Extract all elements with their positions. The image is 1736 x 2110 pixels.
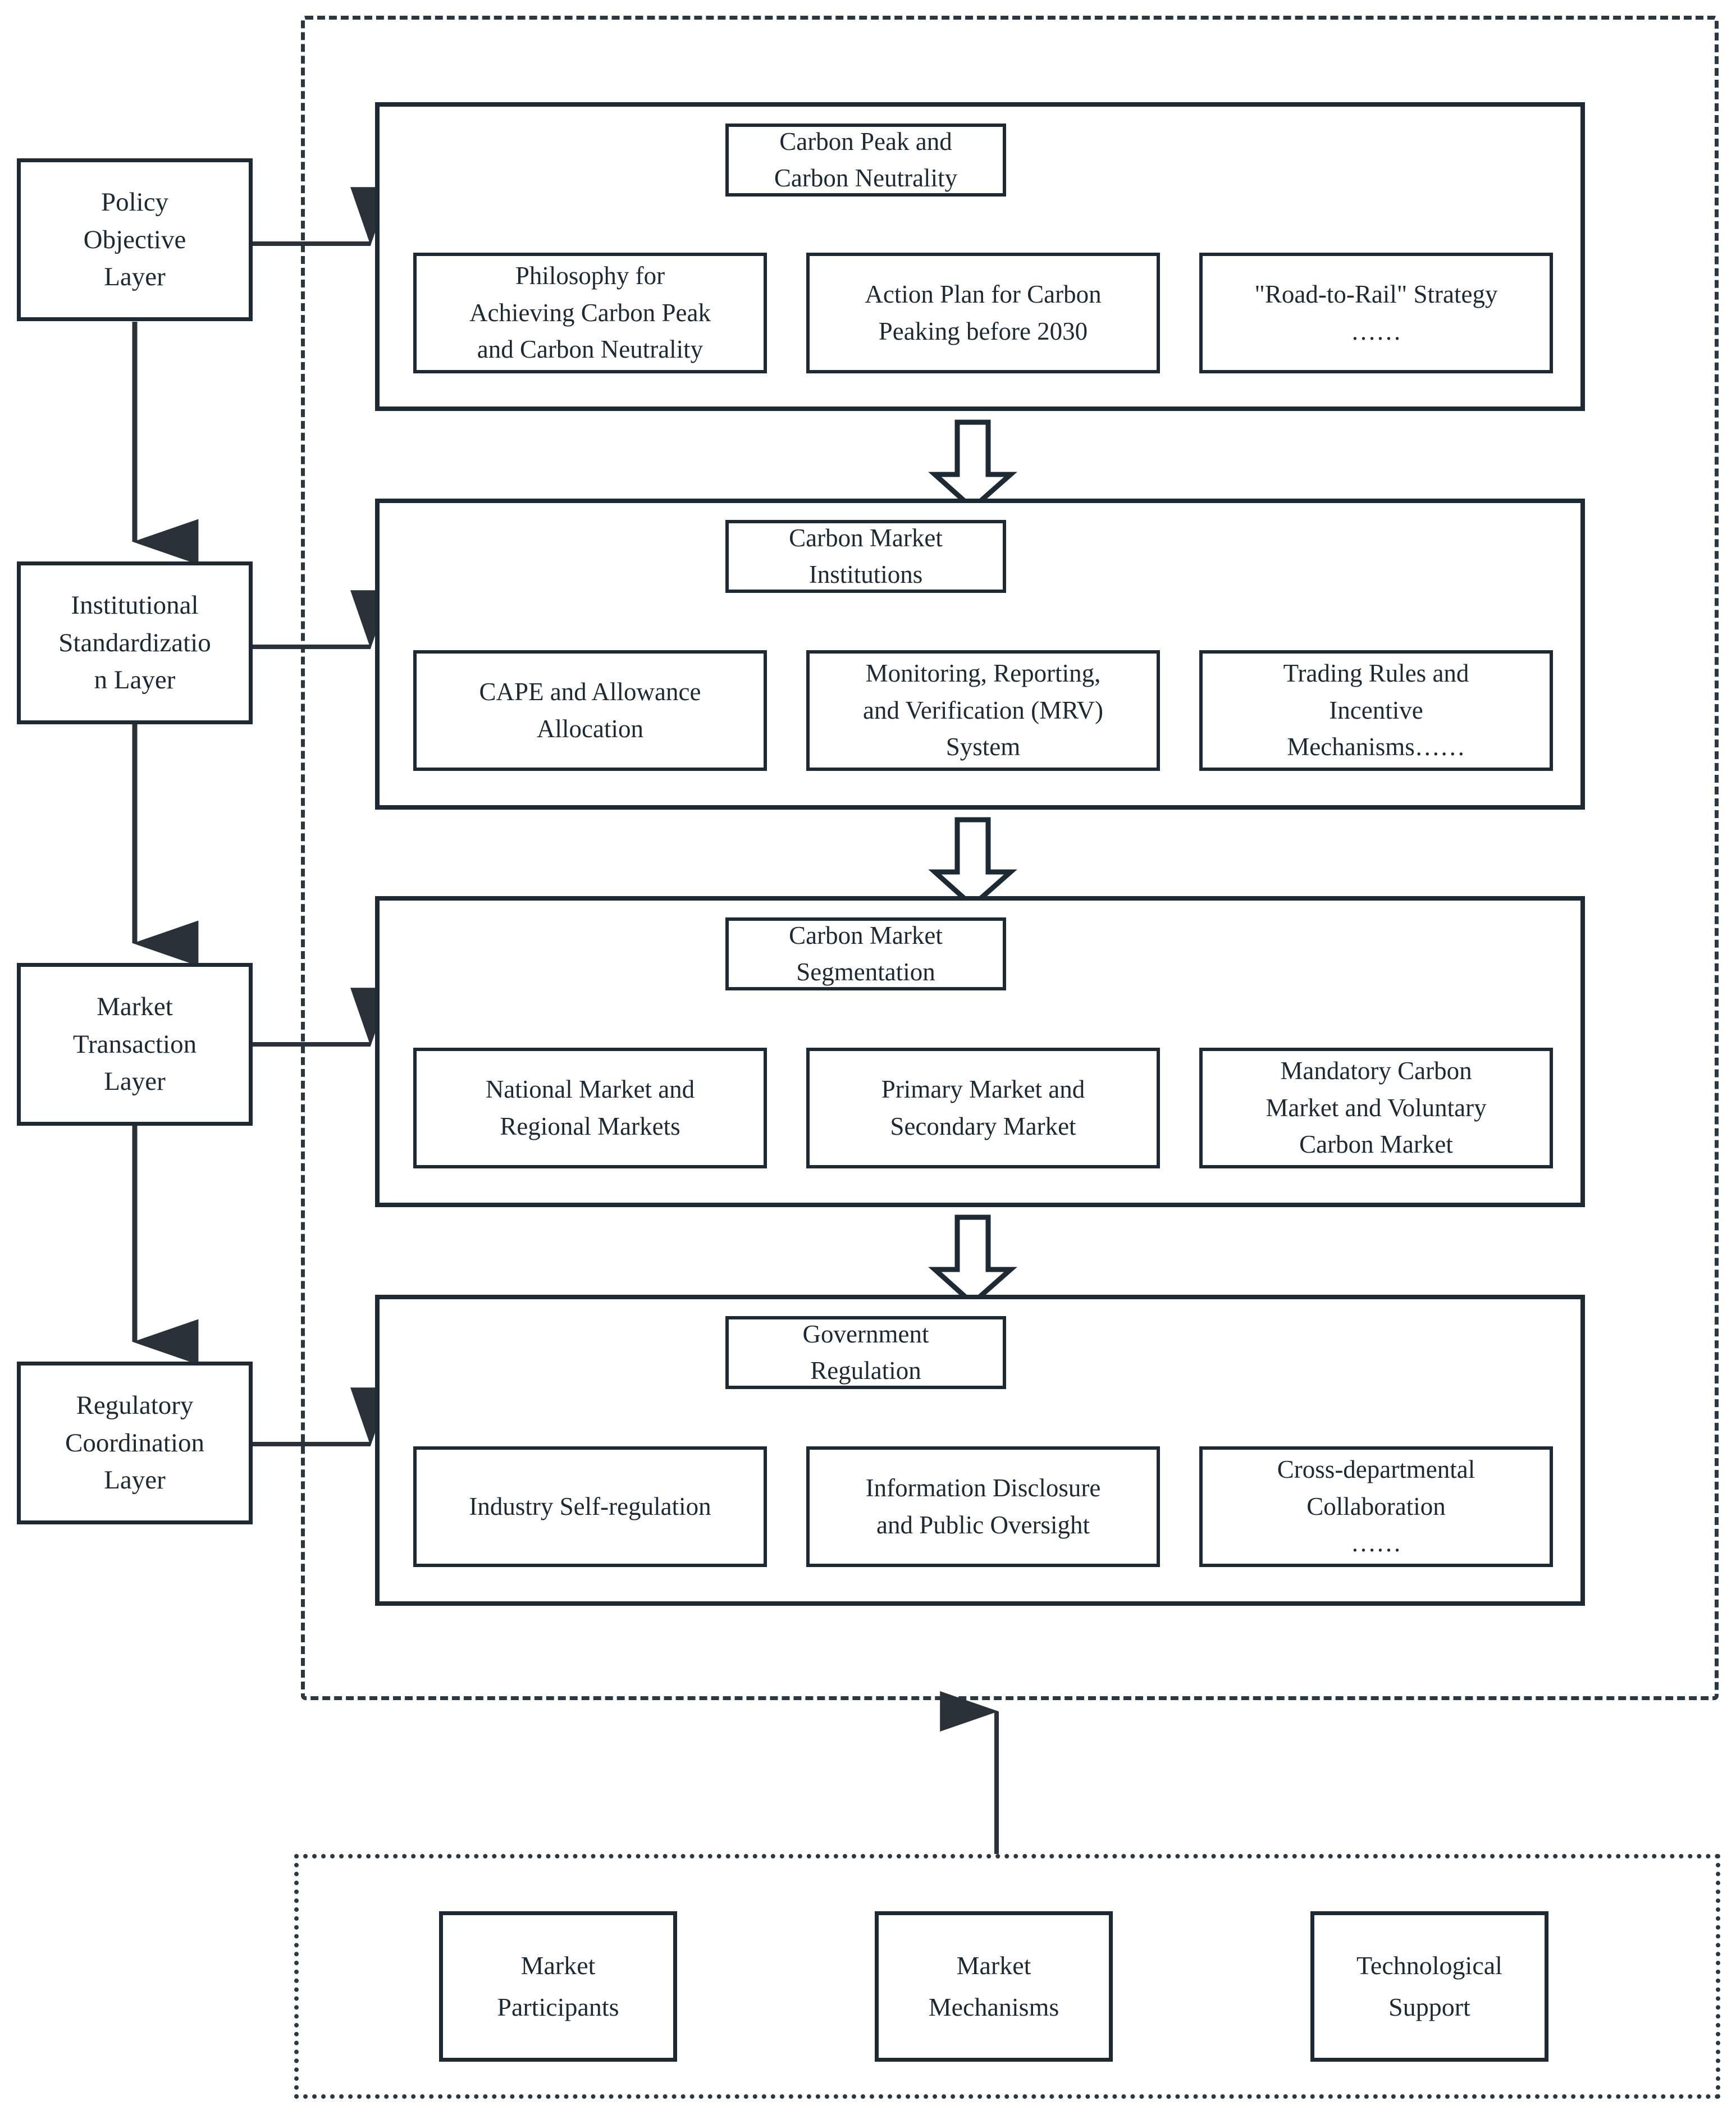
- panel4-child-industry-self-regulation[interactable]: Industry Self-regulation: [413, 1446, 767, 1567]
- system-boundary-dashed: [301, 16, 1719, 1700]
- foundation-boundary-dotted: [294, 1854, 1720, 2099]
- panel2-child-mrv-system[interactable]: Monitoring, Reporting,and Verification (…: [806, 650, 1160, 771]
- child-label: Monitoring, Reporting,and Verification (…: [863, 659, 1103, 761]
- child-label: Industry Self-regulation: [469, 1492, 711, 1520]
- child-label: "Road-to-Rail" Strategy……: [1254, 280, 1498, 345]
- panel1-child-road-to-rail[interactable]: "Road-to-Rail" Strategy……: [1199, 253, 1553, 373]
